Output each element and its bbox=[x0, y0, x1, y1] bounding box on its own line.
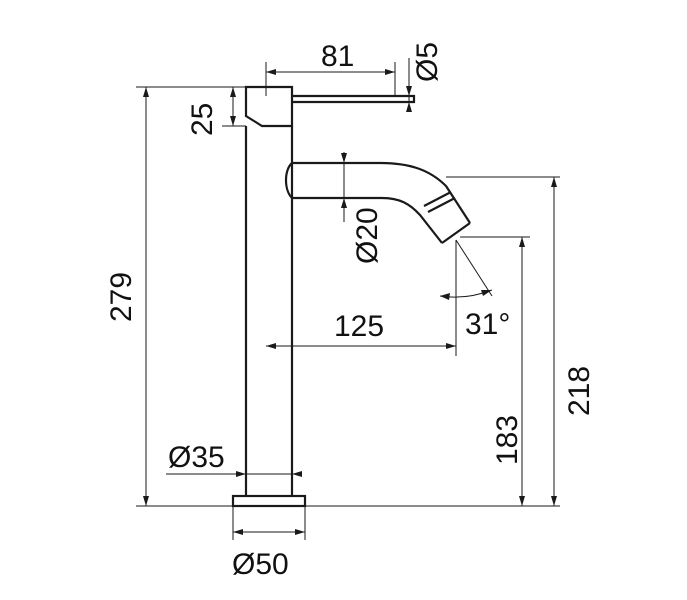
lever bbox=[292, 94, 416, 104]
faucet-outline bbox=[231, 85, 471, 508]
dim-spout-reach: 125 bbox=[334, 310, 384, 343]
handle-cap bbox=[244, 85, 294, 128]
dim-spout-angle: 31° bbox=[465, 308, 510, 341]
spout-elbow bbox=[284, 162, 293, 199]
dim-lever-diameter: Ø5 bbox=[411, 42, 444, 82]
dim-spout-diameter: Ø20 bbox=[351, 207, 384, 264]
spout-top-edge bbox=[292, 161, 471, 224]
aerator bbox=[423, 191, 471, 244]
dim-total-height: 279 bbox=[105, 272, 138, 322]
dim-base-diameter: Ø50 bbox=[232, 548, 289, 581]
dim-lever-length: 81 bbox=[321, 40, 354, 73]
dim-body-diameter: Ø35 bbox=[168, 441, 225, 474]
base-plate bbox=[231, 494, 307, 508]
dim-spout-top-height: 218 bbox=[563, 366, 596, 416]
dim-outlet-height: 183 bbox=[491, 415, 524, 465]
arrowheads bbox=[143, 69, 557, 535]
dim-handle-height: 25 bbox=[186, 103, 219, 136]
spout-bottom-edge bbox=[292, 196, 443, 244]
